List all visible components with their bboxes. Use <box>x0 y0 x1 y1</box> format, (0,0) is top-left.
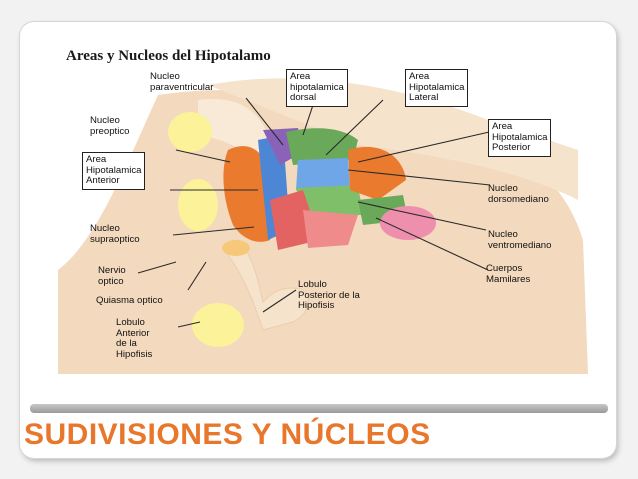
figure-title: Areas y Nucleos del Hipotalamo <box>66 48 271 64</box>
optic-structure-mid <box>178 179 218 231</box>
title-divider-bar <box>30 404 608 413</box>
optic-nerve <box>222 240 250 256</box>
dorsal-region <box>296 158 350 190</box>
mammillary-bodies <box>380 206 436 240</box>
leader-lines <box>137 97 499 328</box>
tissue-upper <box>208 78 578 200</box>
dorsal-hypothalamic-area <box>286 128 358 165</box>
hypothalamus-diagram <box>58 40 588 374</box>
ventromedial-nucleus <box>303 210 358 248</box>
slide-title: SUDIVISIONES Y NÚCLEOS <box>24 418 431 451</box>
optic-structure-top <box>168 112 212 152</box>
diagram-drawing <box>58 78 588 374</box>
anterior-hypothalamic-area <box>223 146 270 242</box>
anterior-pituitary-lobe <box>192 303 244 347</box>
label-optic-chiasm: Quiasma optico <box>96 295 163 306</box>
dorsomedial-nucleus <box>296 185 363 215</box>
pituitary-stalk <box>227 239 309 331</box>
